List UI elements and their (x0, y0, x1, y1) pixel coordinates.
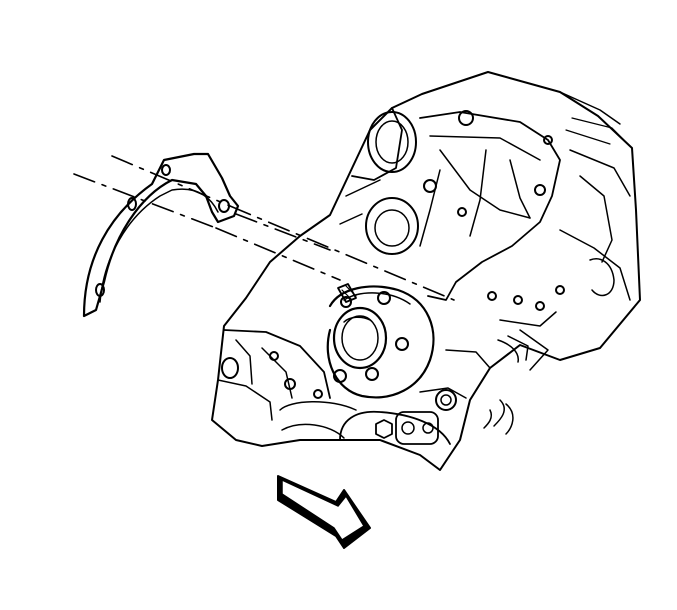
direction-arrow (277, 475, 371, 549)
housing-bore (332, 306, 388, 370)
bore-upper (367, 111, 417, 173)
housing-bolt-hole (395, 337, 409, 351)
engine-block (211, 71, 641, 471)
housing-bolt-hole (365, 367, 379, 381)
alignment-lines (73, 155, 455, 301)
housing-bolt-hole (377, 291, 391, 305)
arrow-face (281, 479, 365, 541)
gasket-bolt-hole (127, 197, 137, 211)
rear-oil-seal-housing-gasket (82, 152, 240, 318)
bore-middle (365, 197, 419, 255)
oil-pump-drive-housing (326, 283, 435, 399)
engine-block-outline (211, 71, 641, 471)
housing-bolt-hole (333, 369, 347, 383)
gasket-bolt-hole (95, 283, 105, 297)
housing-bolt-hole (340, 296, 352, 308)
gasket-bolt-hole (161, 164, 171, 176)
